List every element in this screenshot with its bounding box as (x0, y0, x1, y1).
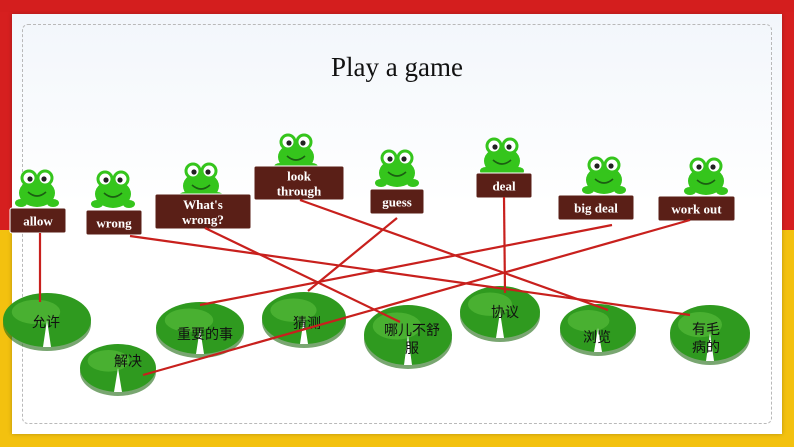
lily-pad-icon (80, 344, 156, 396)
meaning-card[interactable]: 解决 (114, 354, 142, 370)
lily-pad-icon (670, 305, 750, 365)
word-card-work-out[interactable]: work out (657, 195, 736, 222)
meaning-label: 解决 (114, 354, 142, 370)
lily-pad-icon (560, 304, 636, 356)
word-label: work out (671, 202, 722, 217)
match-line (129, 234, 691, 317)
word-label: guess (382, 195, 412, 210)
meaning-label: 重要的事 (177, 327, 233, 343)
meaning-label: 服 (405, 341, 419, 357)
meaning-label: 病的 (692, 340, 720, 356)
meaning-label: 有毛 (692, 322, 720, 338)
meaning-card[interactable]: 浏览 (583, 330, 611, 346)
lily-pad-icon (3, 293, 91, 351)
slide-title: Play a game (331, 52, 463, 82)
match-line (307, 217, 398, 292)
meaning-card[interactable]: 协议 (491, 305, 519, 321)
word-card-deal[interactable]: deal (475, 172, 533, 199)
meaning-label: 允许 (32, 315, 60, 331)
word-label: wrong? (182, 212, 224, 227)
frog-icon (91, 170, 135, 208)
word-label: allow (23, 214, 53, 229)
meaning-label: 协议 (491, 305, 519, 321)
word-label: deal (492, 179, 516, 194)
frog-icon (582, 156, 626, 194)
lily-pad-icon (156, 302, 244, 358)
word-card-wrong[interactable]: wrong (85, 209, 143, 236)
meaning-label: 哪儿不舒 (384, 323, 440, 339)
meaning-label: 浏览 (583, 330, 611, 346)
meaning-card[interactable]: 猜测 (293, 316, 321, 332)
lily-pad-icon (460, 286, 540, 342)
word-card-big-deal[interactable]: big deal (557, 194, 635, 221)
word-label: look (287, 169, 312, 184)
word-card-allow[interactable]: allow (9, 207, 67, 234)
meaning-card[interactable]: 允许 (32, 315, 60, 331)
frog-icon (15, 169, 59, 207)
word-label: wrong (96, 216, 132, 231)
frog-icon (274, 133, 318, 171)
lily-pad-icon (364, 305, 452, 369)
frog-icon (480, 137, 524, 175)
match-line (199, 223, 613, 307)
match-line (204, 227, 401, 323)
top-red-band (0, 0, 794, 12)
word-label: through (277, 184, 322, 199)
meaning-card[interactable]: 重要的事 (177, 327, 233, 343)
frog-icon (684, 157, 728, 195)
word-label: big deal (574, 201, 618, 216)
meaning-label: 猜测 (293, 316, 321, 332)
frog-icon (375, 149, 419, 187)
word-card-guess[interactable]: guess (369, 188, 425, 215)
word-label: What's (183, 197, 223, 212)
match-line (142, 218, 691, 377)
